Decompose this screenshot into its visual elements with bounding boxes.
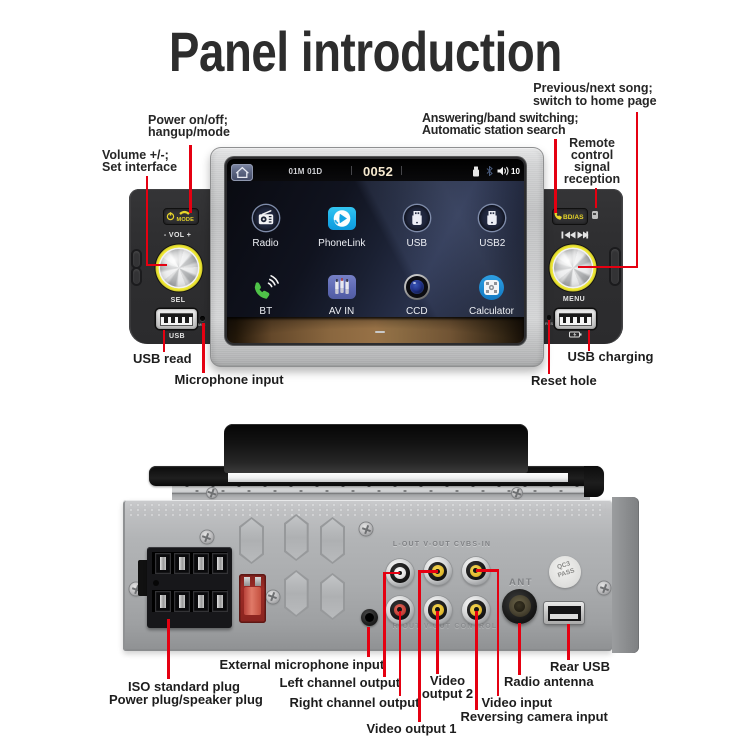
svg-text:MODE: MODE: [177, 217, 195, 222]
svg-text:BD/AS: BD/AS: [563, 214, 584, 221]
